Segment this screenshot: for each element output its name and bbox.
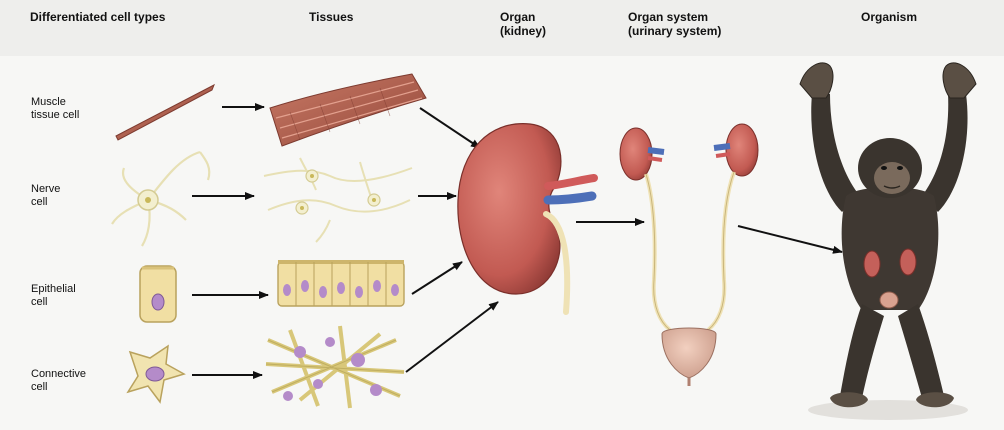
nerve-tissue-icon xyxy=(264,158,412,242)
chimpanzee-organism-icon xyxy=(800,63,976,420)
arrow-connective-tissue-to-organ xyxy=(406,302,498,372)
arrow-system-to-organism xyxy=(738,226,842,252)
urinary-system-icon xyxy=(620,124,758,386)
arrow-muscle-tissue-to-organ xyxy=(420,108,480,148)
kidney-organ-icon xyxy=(458,124,594,312)
epithelial-cell-icon xyxy=(140,266,176,322)
epithelial-tissue-icon xyxy=(278,262,404,306)
arrow-epithelial-tissue-to-organ xyxy=(412,262,462,294)
muscle-tissue-icon xyxy=(270,74,426,146)
nerve-cell-icon xyxy=(112,152,209,246)
connective-tissue-icon xyxy=(266,326,404,408)
muscle-cell-icon xyxy=(116,85,214,140)
connective-cell-icon xyxy=(128,346,184,402)
